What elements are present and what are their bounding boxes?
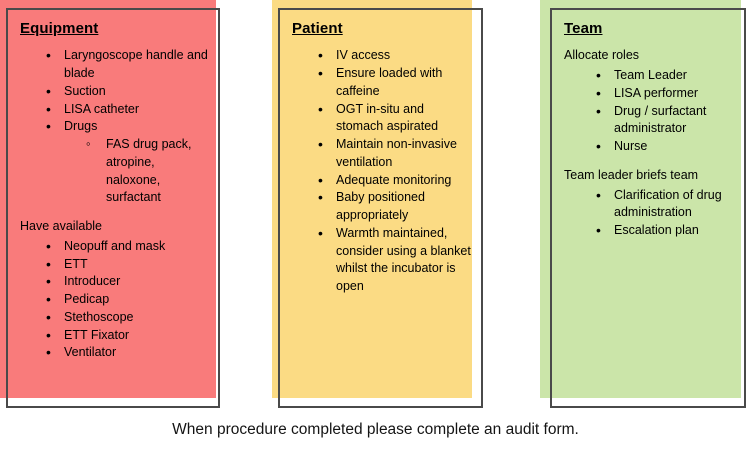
sub-bullet-list: FAS drug pack, atropine, naloxone, surfa… [64, 135, 210, 207]
list-item: Drug / surfactant administrator [562, 102, 736, 139]
list-item-label: Escalation plan [614, 223, 699, 238]
equipment-bullet-list: Laryngoscope handle and bladeSuctionLISA… [18, 46, 210, 207]
team-panel: Team Allocate rolesTeam LeaderLISA perfo… [550, 8, 746, 408]
list-item: LISA catheter [18, 100, 210, 120]
equipment-panel-title: Equipment [20, 20, 99, 37]
list-item-label: Drugs [64, 119, 98, 134]
list-item: Team Leader [562, 66, 736, 86]
list-item-label: Introducer [64, 274, 121, 289]
list-item-label: Drug / surfactant administrator [614, 103, 707, 136]
list-item: LISA performer [562, 84, 736, 104]
list-item: Ensure loaded with caffeine [290, 64, 473, 101]
list-item: Warmth maintained, consider using a blan… [290, 224, 473, 296]
list-item: ETT Fixator [18, 326, 210, 346]
list-item-label: Pedicap [64, 292, 110, 307]
list-item-label: Neopuff and mask [64, 238, 166, 253]
team-section-label: Team leader briefs team [564, 167, 699, 182]
list-item: Adequate monitoring [290, 171, 473, 191]
list-item: ETT [18, 255, 210, 275]
list-item: Clarification of drug administration [562, 186, 736, 223]
list-item: Ventilator [18, 343, 210, 363]
list-item: Baby positioned appropriately [290, 188, 473, 225]
list-item-label: Suction [64, 83, 106, 98]
list-item-label: Laryngoscope handle and blade [64, 48, 208, 81]
list-item-label: ETT [64, 256, 88, 271]
list-item: IV access [290, 46, 473, 66]
list-item-label: ETT Fixator [64, 327, 130, 342]
list-item: Neopuff and mask [18, 237, 210, 257]
list-item-label: Baby positioned appropriately [336, 190, 425, 223]
list-item-label: LISA catheter [64, 101, 140, 116]
list-item: Laryngoscope handle and blade [18, 46, 210, 83]
list-item: Introducer [18, 272, 210, 292]
list-item: DrugsFAS drug pack, atropine, naloxone, … [18, 117, 210, 207]
list-item: Nurse [562, 137, 736, 157]
list-item: Escalation plan [562, 221, 736, 241]
list-item: Suction [18, 82, 210, 102]
list-item-label: LISA performer [614, 85, 699, 100]
list-item: Stethoscope [18, 308, 210, 328]
list-item-label: Nurse [614, 139, 648, 154]
equipment-section-label: Have available [20, 219, 102, 234]
equipment-panel-body: Laryngoscope handle and bladeSuctionLISA… [18, 46, 210, 363]
patient-panel: Patient IV accessEnsure loaded with caff… [278, 8, 483, 408]
list-item-label: IV access [336, 48, 391, 63]
patient-panel-body: IV accessEnsure loaded with caffeineOGT … [290, 46, 473, 296]
team-panel-title: Team [564, 20, 603, 37]
footer-caption: When procedure completed please complete… [172, 421, 579, 438]
list-item-label: Ensure loaded with caffeine [336, 66, 443, 98]
patient-panel-title: Patient [292, 20, 343, 37]
list-item: Maintain non-invasive ventilation [290, 135, 473, 172]
team-panel-body: Allocate rolesTeam LeaderLISA performerD… [562, 47, 736, 240]
patient-bullet-list: IV accessEnsure loaded with caffeineOGT … [290, 46, 473, 296]
list-item-label: Ventilator [64, 345, 117, 360]
list-item: OGT in-situ and stomach aspirated [290, 100, 473, 137]
equipment-bullet-list: Neopuff and maskETT IntroducerPedicapStet… [18, 237, 210, 363]
list-item-label: Maintain non-invasive ventilation [336, 137, 457, 169]
team-section-label: Allocate roles [564, 48, 640, 63]
team-bullet-list: Team LeaderLISA performerDrug / surfacta… [562, 66, 736, 157]
list-item-label: Stethoscope [64, 309, 134, 324]
list-item: Pedicap [18, 290, 210, 310]
sub-list-item: FAS drug pack, atropine, naloxone, surfa… [64, 135, 210, 207]
list-item-label: OGT in-situ and stomach aspirated [336, 101, 439, 134]
list-item-label: Adequate monitoring [336, 172, 452, 187]
equipment-panel: Equipment Laryngoscope handle and bladeS… [6, 8, 220, 408]
team-bullet-list: Clarification of drug administrationEsca… [562, 186, 736, 241]
list-item-label: Warmth maintained, consider using a blan… [336, 225, 471, 294]
list-item-label: Team Leader [614, 68, 687, 83]
list-item-label: Clarification of drug administration [614, 187, 722, 220]
